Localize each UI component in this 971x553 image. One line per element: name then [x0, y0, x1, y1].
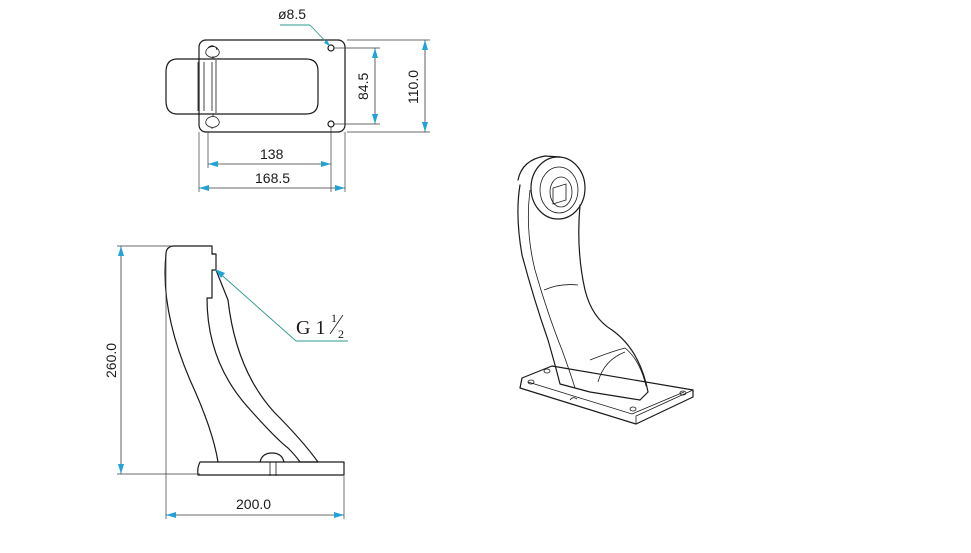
side-view: G 1 1 2 260.0 200.0	[103, 245, 348, 519]
dim-arm-depth: 200.0	[236, 496, 271, 512]
base-plate-outline	[198, 39, 346, 133]
arm-top-profile	[197, 58, 319, 115]
keyhole-slot-top	[205, 45, 220, 59]
svg-text:1: 1	[331, 311, 337, 325]
iso-arm-body	[517, 184, 649, 401]
mount-hole-bottom	[327, 120, 335, 128]
svg-text:G 1: G 1	[296, 317, 325, 339]
dim-hole-spacing: 138	[260, 146, 284, 162]
top-view: ø8.5 84.5 110.0 138 168.5	[165, 6, 430, 192]
dim-arm-height: 260.0	[103, 343, 119, 378]
mount-hole-top	[327, 44, 335, 52]
svg-text:2: 2	[338, 327, 344, 341]
bracket-side-profile	[165, 245, 319, 463]
iso-pipe-end	[530, 156, 586, 220]
dim-hole-diameter: ø8.5	[278, 6, 306, 22]
keyhole-slot-bottom	[205, 114, 220, 129]
dim-plate-width: 168.5	[255, 170, 290, 186]
dim-plate-height: 110.0	[405, 70, 421, 104]
dim-inner-height: 84.5	[355, 73, 371, 100]
isometric-view	[517, 155, 694, 425]
bracket-base-foot	[197, 461, 345, 476]
thread-callout: G 1 1 2	[296, 311, 344, 341]
threaded-end	[165, 58, 199, 115]
